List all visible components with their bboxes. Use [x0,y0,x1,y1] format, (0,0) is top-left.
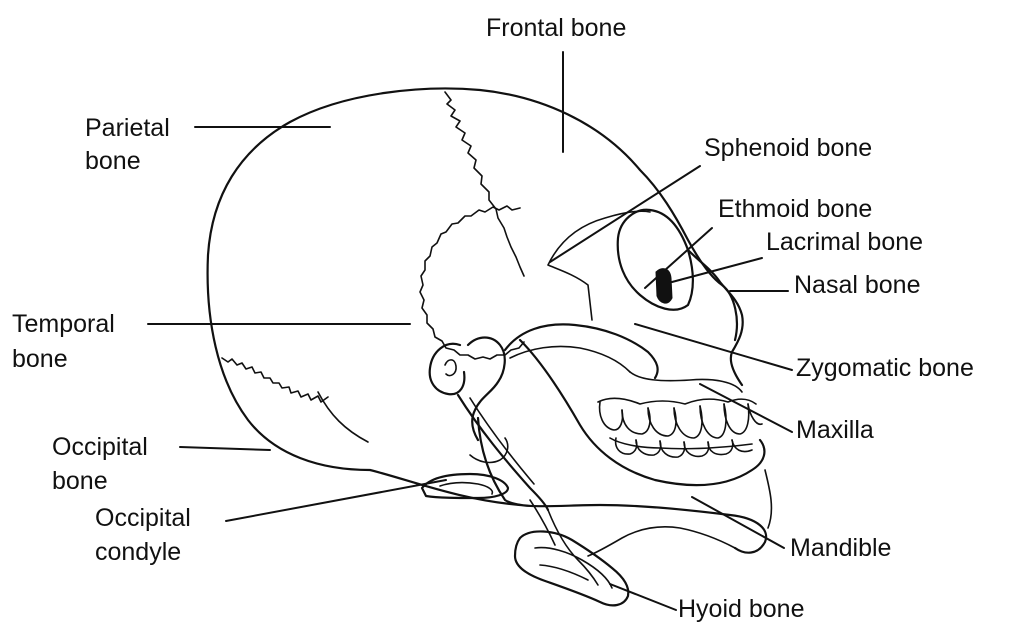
label-occipital-condyle-line2: condyle [95,537,181,567]
label-mandible: Mandible [790,533,891,563]
label-lacrimal-bone: Lacrimal bone [766,227,923,257]
lower-teeth [610,438,752,457]
hyoid-detail-2 [540,565,588,580]
label-parietal-bone-line1: Parietal [85,113,170,143]
label-occipital-condyle-line1: Occipital [95,503,191,533]
leader-zygomatic [635,324,792,370]
leader-maxilla [700,384,792,432]
label-occipital-bone-line1: Occipital [52,432,148,462]
label-zygomatic-bone: Zygomatic bone [796,353,974,383]
label-temporal-bone-line1: Temporal [12,309,115,339]
leader-condyle [226,480,446,521]
mandible-ramus [468,338,505,441]
label-hyoid-bone: Hyoid bone [678,594,804,624]
mandible-angle [588,527,735,556]
leader-ethmoid [645,228,712,288]
sphenoid-outline [548,211,650,320]
label-parietal-bone-line2: bone [85,146,141,176]
leader-lines [148,52,792,610]
hyoid-shape [515,531,628,605]
leader-hyoid [610,584,676,610]
label-frontal-bone: Frontal bone [486,13,626,43]
coronal-suture [445,92,524,276]
label-ethmoid-bone: Ethmoid bone [718,194,872,224]
mastoid [470,438,508,462]
label-occipital-bone-line2: bone [52,466,108,496]
condyle-shape [422,474,508,498]
label-maxilla: Maxilla [796,415,874,445]
label-sphenoid-bone: Sphenoid bone [704,133,872,163]
lambdoid-suture [222,358,328,402]
styloid-process-inner [470,398,534,484]
ear-inner [445,360,456,376]
zygomatic-lower [510,346,630,372]
chin-line [765,470,771,528]
leader-sphenoid [550,166,700,262]
label-temporal-bone-line2: bone [12,344,68,374]
lacrimal-region [656,269,672,303]
mandible-lower-outline [478,418,766,553]
leader-occipital [180,447,270,450]
mandible-outline [520,340,764,485]
label-nasal-bone: Nasal bone [794,270,920,300]
maxilla-outline [630,372,742,392]
orbit-outline [618,210,693,310]
squamous-suture [420,206,524,359]
ear-region [430,344,465,394]
